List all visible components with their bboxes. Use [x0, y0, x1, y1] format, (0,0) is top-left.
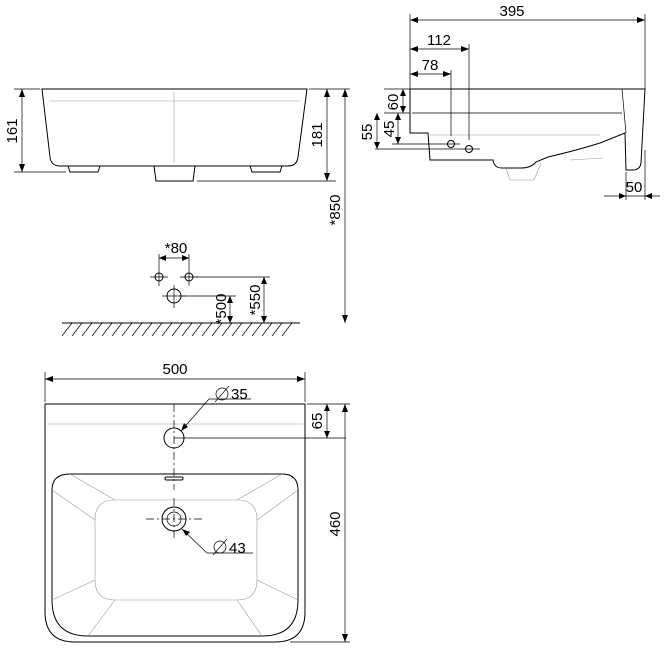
dim-45: 45 [381, 121, 398, 138]
dim-112: 112 [427, 32, 451, 49]
dim-500-height: *500 [213, 294, 230, 325]
diameter-symbol-43 [212, 538, 228, 556]
dim-395: 395 [499, 3, 524, 20]
basin-feet [67, 165, 283, 182]
floor-hatch [61, 322, 293, 337]
dim-diameter-35: 35 [231, 386, 248, 403]
dim-161: 161 [4, 118, 21, 143]
dim-78: 78 [422, 57, 439, 74]
dim-50: 50 [626, 179, 643, 196]
dim-60: 60 [385, 94, 402, 111]
installation-view: *80 *500 *550 [61, 240, 300, 337]
front-elevation: 161 181 *850 [4, 88, 350, 323]
dim-500-width: 500 [162, 361, 187, 378]
bowl-outline [51, 473, 299, 637]
basin-side-outline [409, 88, 646, 171]
dim-65: 65 [309, 413, 326, 430]
dim-80: *80 [165, 240, 188, 257]
dim-460: 460 [327, 511, 344, 536]
basin-plan-outline [44, 403, 306, 643]
dim-181: 181 [309, 122, 326, 147]
dim-550-height: *550 [247, 285, 264, 316]
dim-850: *850 [327, 195, 344, 226]
side-elevation: 395 112 78 60 45 55 50 [359, 3, 660, 200]
dim-diameter-43: 43 [229, 540, 246, 557]
dim-55: 55 [359, 124, 376, 141]
basin-front-outline [41, 88, 308, 167]
plan-view: 500 460 65 35 43 [44, 361, 350, 643]
overflow-slot [164, 476, 184, 481]
diameter-symbol-35 [214, 385, 230, 403]
